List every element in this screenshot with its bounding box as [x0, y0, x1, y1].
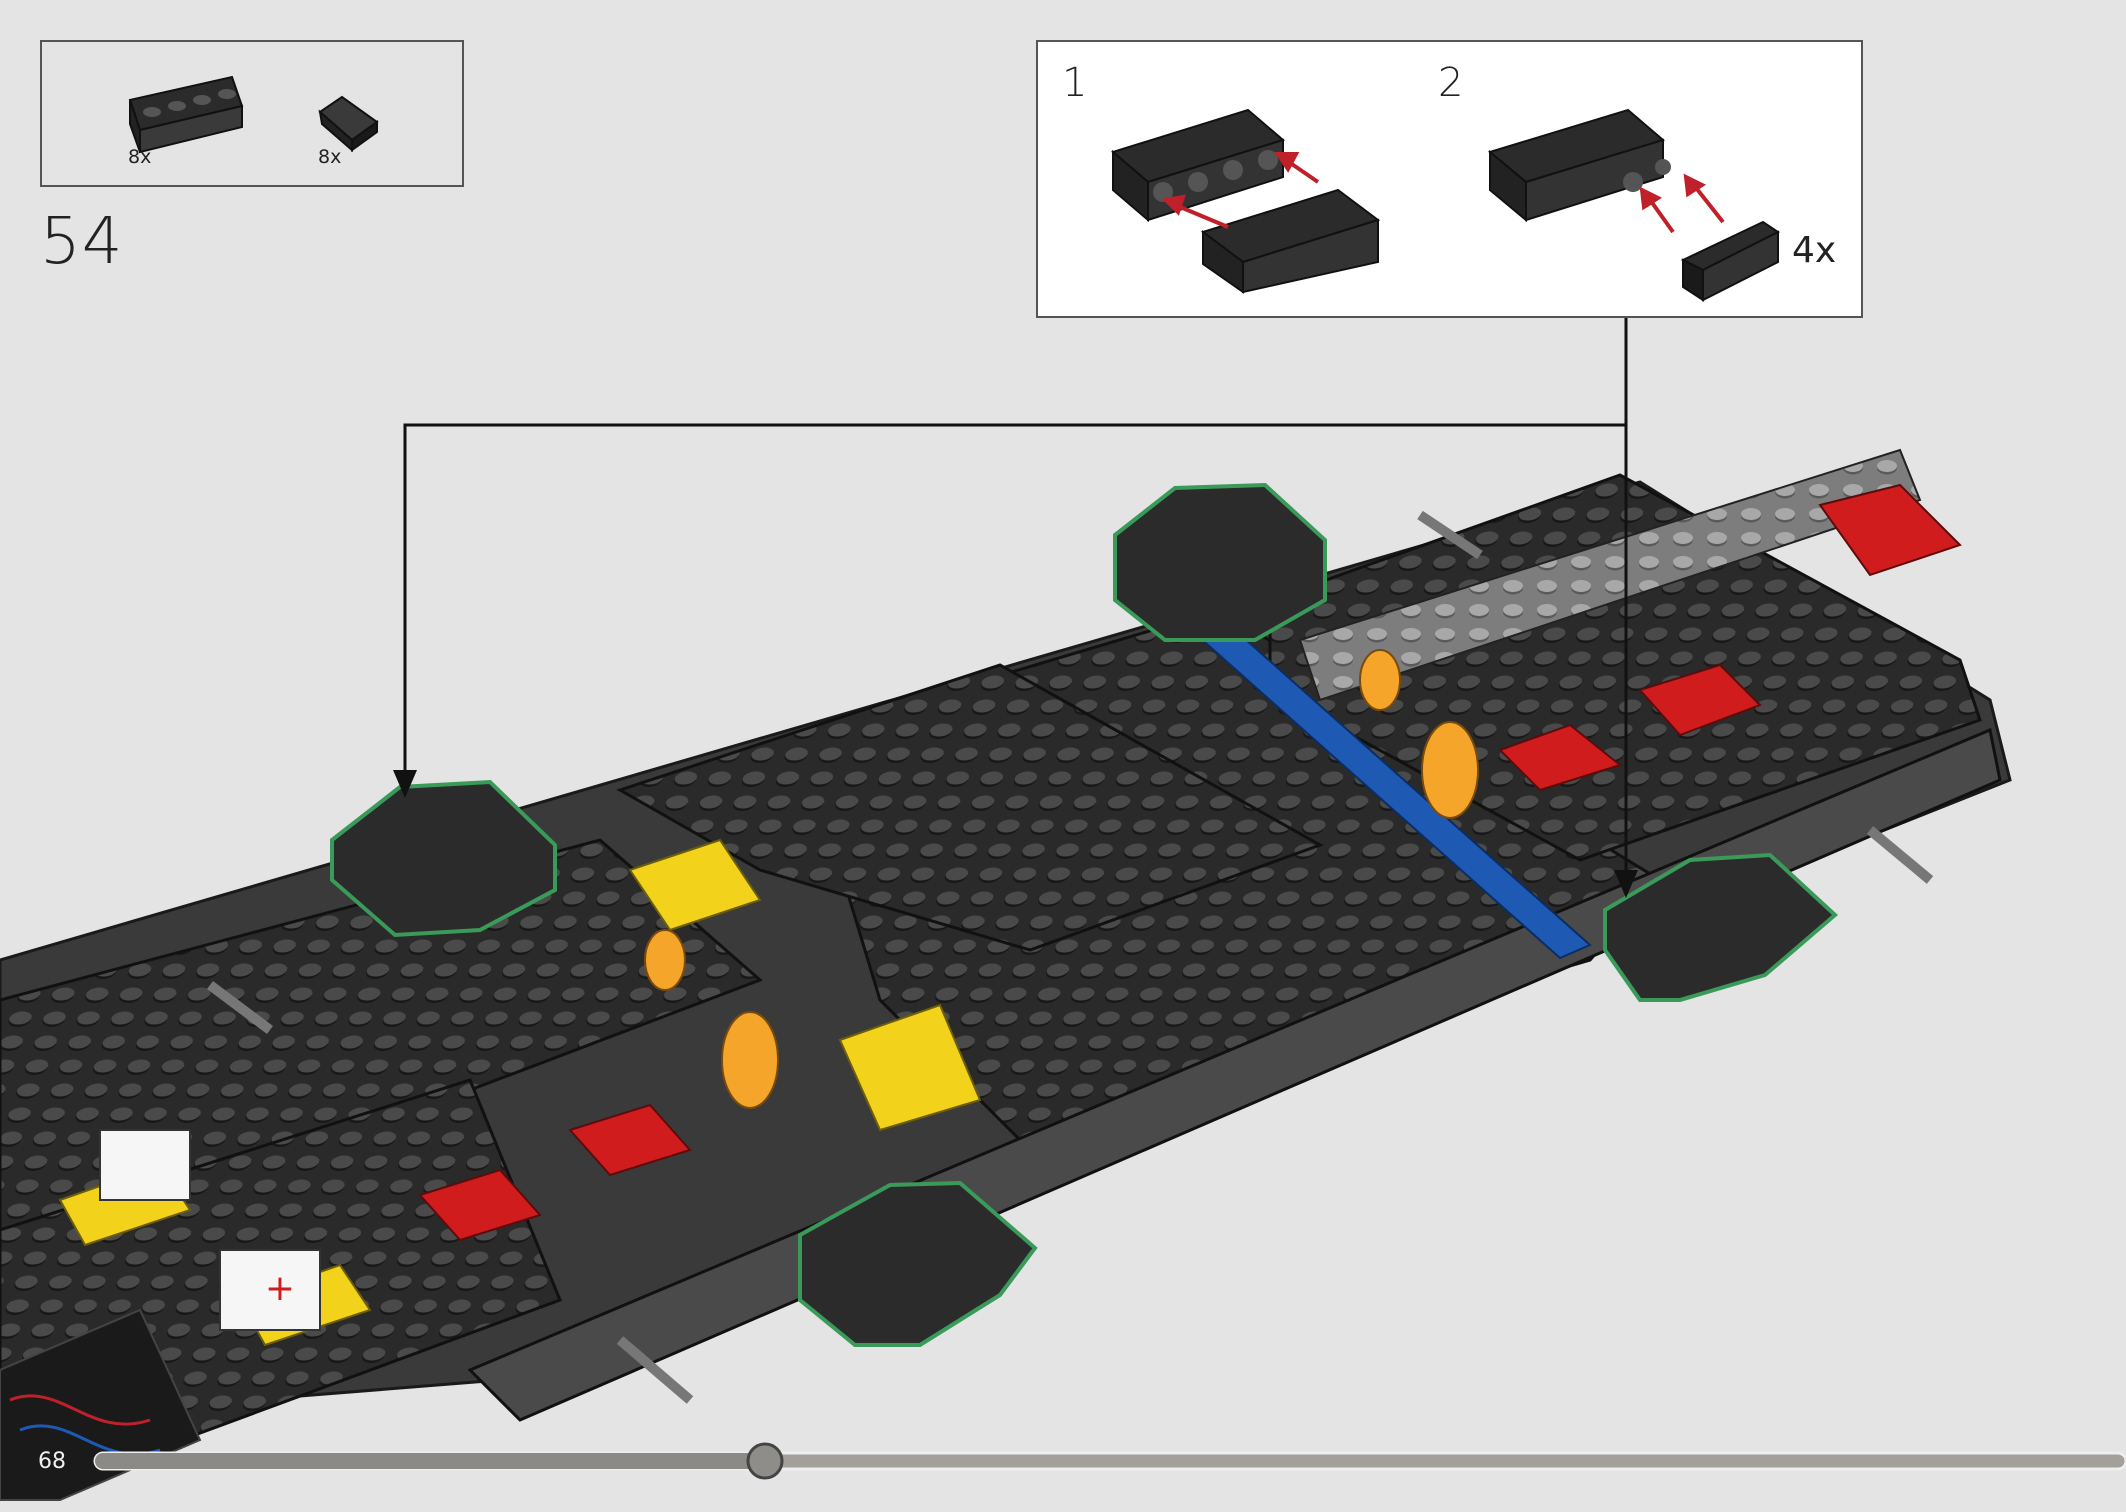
page-number: 68: [38, 1449, 66, 1474]
technic-brick-icon: [128, 75, 244, 154]
substep-label-2: 2: [1438, 60, 1464, 106]
substep-2-arrows: [1639, 173, 1725, 234]
part-qty-slope-tile: 8x: [318, 146, 342, 168]
step-number: 54: [40, 205, 124, 279]
callout-arrowhead-left: [393, 770, 417, 798]
parts-list-icons: [128, 75, 379, 154]
new-brick-left: [330, 779, 557, 938]
new-brick-top: [1113, 482, 1327, 642]
slope-tile-icon: [318, 95, 379, 153]
part-qty-technic-brick: 8x: [128, 146, 152, 168]
parts-list-box: 8x 8x: [40, 40, 464, 187]
substep-1-bricks: [1110, 108, 1381, 294]
svg-text:+: +: [265, 1268, 295, 1309]
new-bricks-highlighted: [330, 482, 1839, 1347]
substep-label-1: 1: [1062, 60, 1088, 106]
callout-lines: [403, 318, 1628, 880]
subassembly-illustration: [1110, 108, 1780, 302]
substep-1-arrows: [1161, 152, 1320, 229]
new-brick-bottom: [798, 1180, 1038, 1347]
subassembly-multiplier: 4x: [1792, 230, 1837, 271]
new-brick-right: [1603, 852, 1839, 1002]
substep-2-bricks: [1487, 108, 1780, 302]
callout-arrowhead-right: [1614, 870, 1638, 898]
subassembly-box: 1 2: [1036, 40, 1863, 318]
